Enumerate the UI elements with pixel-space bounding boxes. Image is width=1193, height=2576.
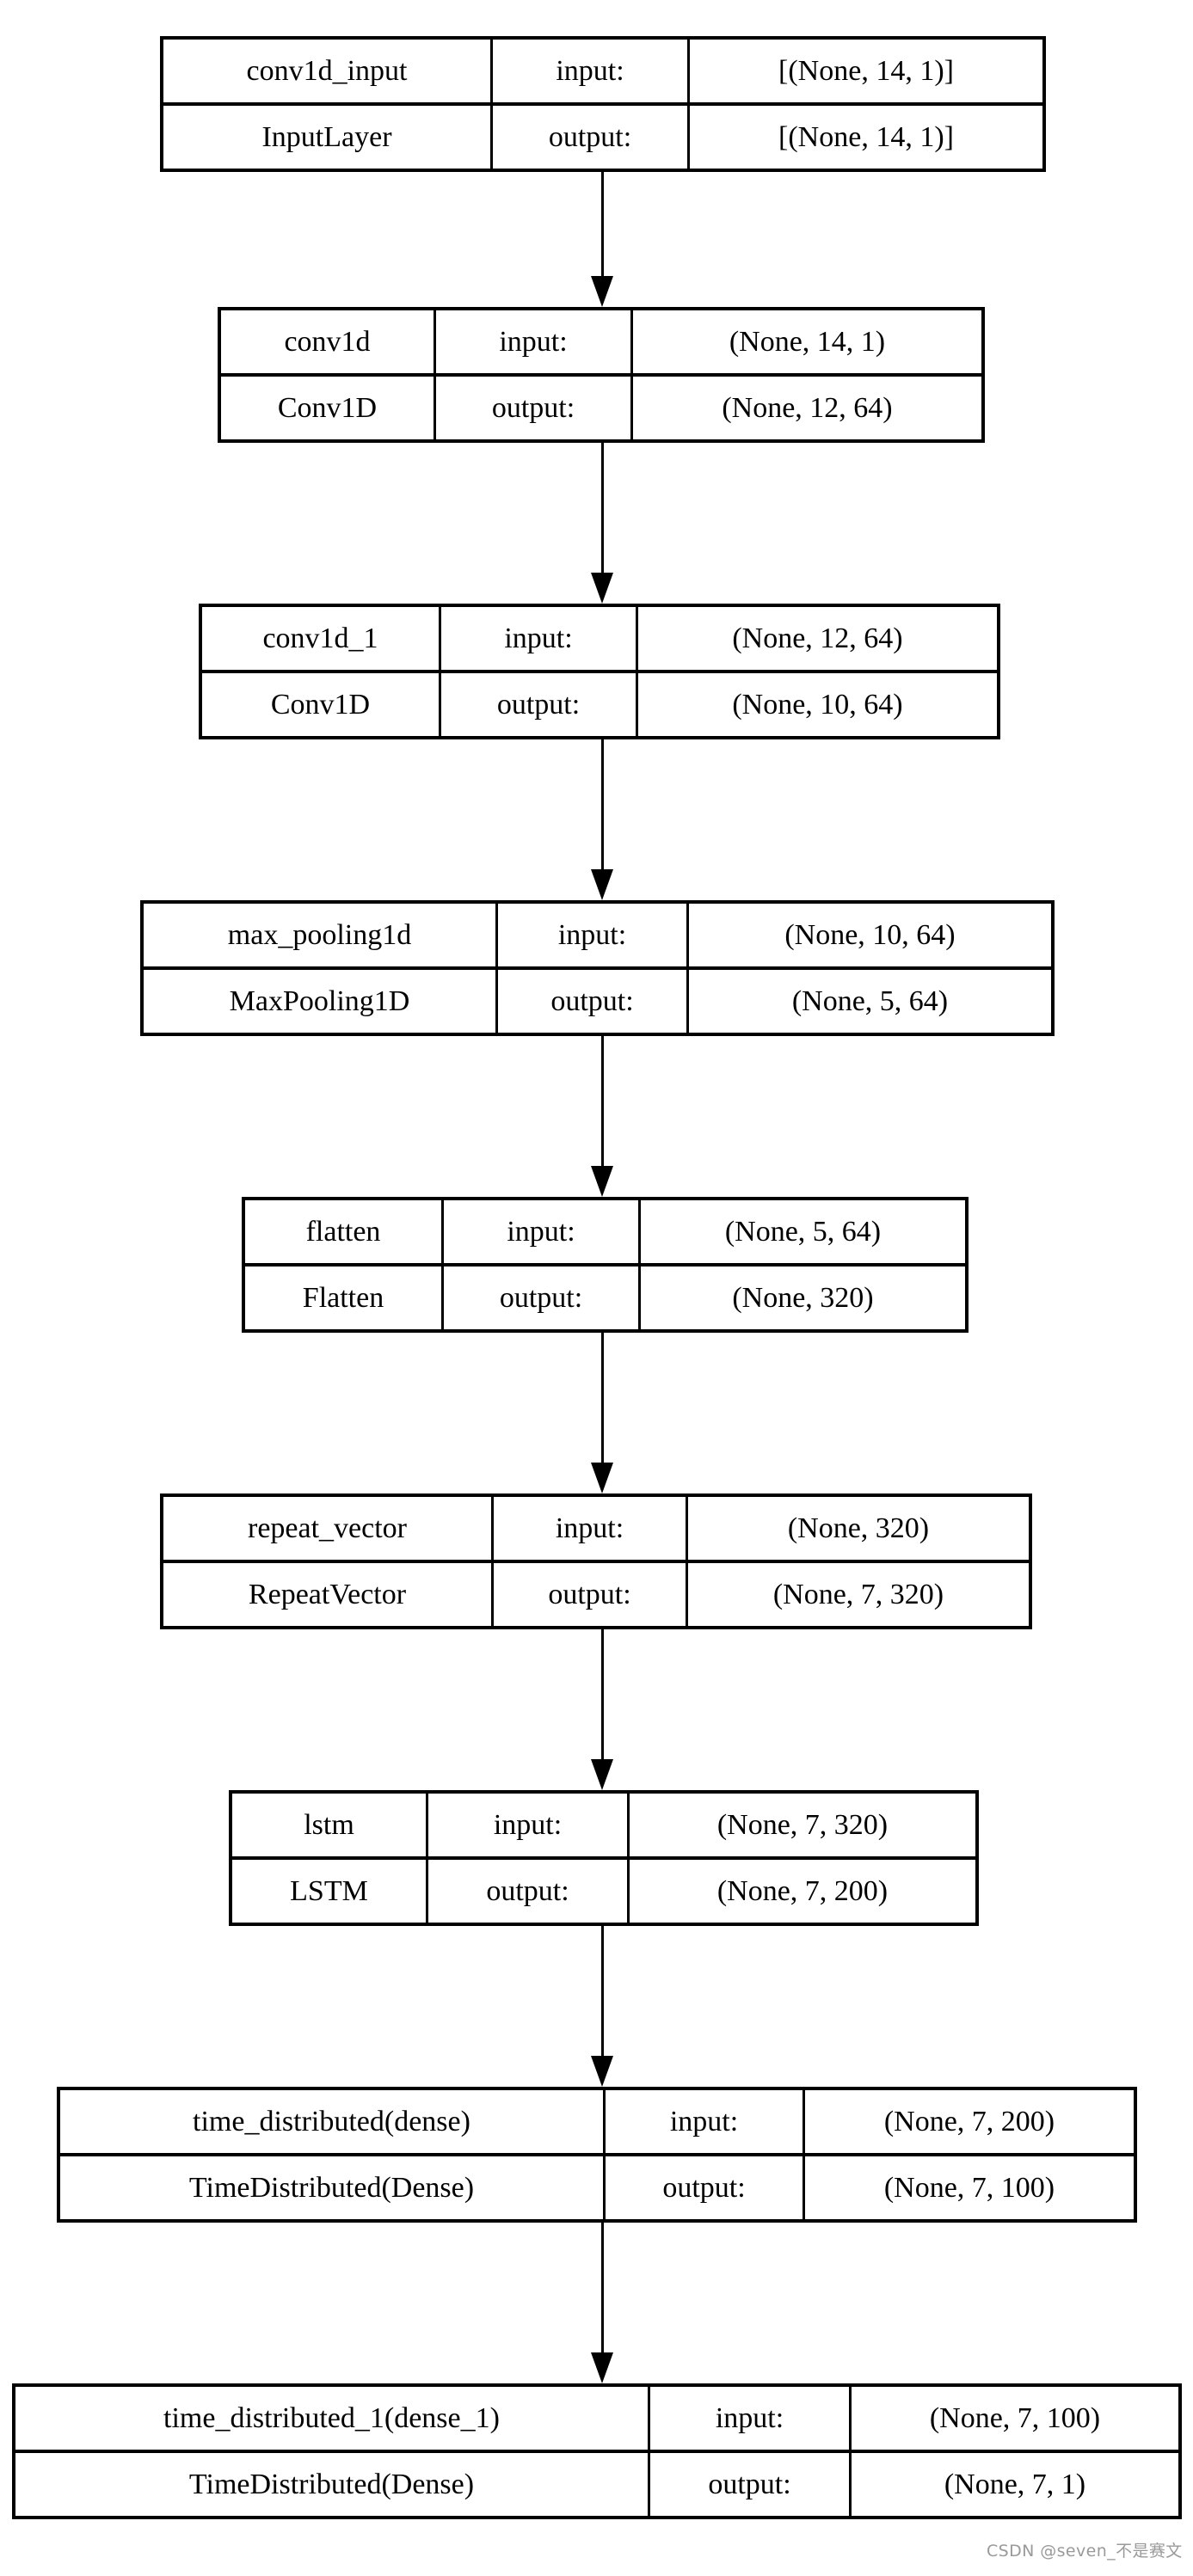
node-row-input: conv1d_1 input: (None, 12, 64)	[202, 607, 997, 673]
edge-arrowhead	[591, 2352, 613, 2383]
output-shape: (None, 5, 64)	[791, 984, 949, 1017]
input-shape: (None, 12, 64)	[732, 622, 903, 654]
layer-node-conv1d_1[interactable]: conv1d_1 input: (None, 12, 64) Conv1D ou…	[199, 604, 1000, 739]
layer-name: lstm	[232, 1794, 428, 1856]
output-label: output:	[441, 673, 638, 736]
edge-shaft	[601, 172, 604, 276]
layer-name: repeat_vector	[163, 1497, 494, 1560]
layer-name: conv1d	[221, 310, 436, 373]
layer-class: TimeDistributed(Dense)	[15, 2453, 650, 2516]
edge-shaft	[601, 1629, 604, 1759]
input-label: input:	[444, 1200, 641, 1263]
layer-node-max_pooling1d[interactable]: max_pooling1d input: (None, 10, 64) MaxP…	[140, 900, 1055, 1036]
output-shape: (None, 320)	[732, 1281, 874, 1314]
input-label: input:	[441, 607, 638, 670]
edge-shaft	[601, 1333, 604, 1463]
edge-arrowhead	[591, 1759, 613, 1790]
edge-shaft	[601, 443, 604, 573]
input-shape: (None, 5, 64)	[724, 1215, 882, 1248]
layer-class: LSTM	[232, 1860, 428, 1923]
edge-arrowhead	[591, 2056, 613, 2087]
output-shape: (None, 7, 1)	[944, 2468, 1086, 2500]
edge-arrowhead	[591, 276, 613, 307]
layer-class: RepeatVector	[163, 1563, 494, 1626]
layer-class: TimeDistributed(Dense)	[60, 2156, 606, 2219]
node-row-output: TimeDistributed(Dense) output: (None, 7,…	[15, 2453, 1178, 2516]
input-label: input:	[494, 1497, 688, 1560]
output-shape: (None, 7, 320)	[772, 1578, 944, 1610]
input-shape: (None, 7, 100)	[929, 2401, 1101, 2434]
output-shape: (None, 7, 200)	[716, 1874, 889, 1907]
edge-shaft	[601, 1926, 604, 2056]
csdn-watermark: CSDN @seven_不是赛文	[987, 2542, 1183, 2561]
output-label: output:	[493, 106, 690, 169]
layer-name: conv1d_input	[163, 40, 493, 102]
input-shape: (None, 10, 64)	[784, 918, 956, 951]
layer-class: Conv1D	[202, 673, 441, 736]
node-row-input: conv1d input: (None, 14, 1)	[221, 310, 981, 377]
layer-name: time_distributed(dense)	[60, 2090, 606, 2153]
input-shape: (None, 7, 200)	[883, 2105, 1055, 2137]
node-row-output: MaxPooling1D output: (None, 5, 64)	[144, 970, 1051, 1033]
output-label: output:	[436, 377, 633, 439]
layer-node-time_distributed_1[interactable]: time_distributed_1(dense_1) input: (None…	[12, 2383, 1182, 2519]
layer-class: InputLayer	[163, 106, 493, 169]
edge-shaft	[601, 2223, 604, 2352]
layer-node-flatten[interactable]: flatten input: (None, 5, 64) Flatten out…	[242, 1197, 969, 1333]
node-row-input: flatten input: (None, 5, 64)	[245, 1200, 965, 1267]
output-label: output:	[606, 2156, 805, 2219]
output-shape: (None, 7, 100)	[883, 2171, 1055, 2204]
input-label: input:	[650, 2387, 852, 2450]
node-row-input: time_distributed_1(dense_1) input: (None…	[15, 2387, 1178, 2453]
node-row-output: TimeDistributed(Dense) output: (None, 7,…	[60, 2156, 1134, 2219]
layer-name: conv1d_1	[202, 607, 441, 670]
node-row-output: Flatten output: (None, 320)	[245, 1267, 965, 1329]
node-row-input: conv1d_input input: [(None, 14, 1)]	[163, 40, 1042, 106]
input-shape: [(None, 14, 1)]	[778, 54, 954, 87]
output-shape: [(None, 14, 1)]	[778, 120, 954, 153]
output-label: output:	[444, 1267, 641, 1329]
edge-arrowhead	[591, 1463, 613, 1493]
layer-node-time_distributed[interactable]: time_distributed(dense) input: (None, 7,…	[57, 2087, 1137, 2223]
input-label: input:	[436, 310, 633, 373]
output-label: output:	[494, 1563, 688, 1626]
edge-arrowhead	[591, 869, 613, 900]
output-label: output:	[650, 2453, 852, 2516]
edge-arrowhead	[591, 573, 613, 604]
input-label: input:	[498, 904, 689, 966]
edge-shaft	[601, 1036, 604, 1166]
node-row-input: max_pooling1d input: (None, 10, 64)	[144, 904, 1051, 970]
node-row-input: repeat_vector input: (None, 320)	[163, 1497, 1029, 1563]
input-label: input:	[606, 2090, 805, 2153]
node-row-output: LSTM output: (None, 7, 200)	[232, 1860, 975, 1923]
node-row-input: lstm input: (None, 7, 320)	[232, 1794, 975, 1860]
layer-node-conv1d_input[interactable]: conv1d_input input: [(None, 14, 1)] Inpu…	[160, 36, 1046, 172]
output-label: output:	[498, 970, 689, 1033]
layer-name: flatten	[245, 1200, 444, 1263]
input-label: input:	[493, 40, 690, 102]
layer-class: Flatten	[245, 1267, 444, 1329]
node-row-output: Conv1D output: (None, 12, 64)	[221, 377, 981, 439]
input-shape: (None, 7, 320)	[716, 1808, 889, 1841]
output-label: output:	[428, 1860, 630, 1923]
input-label: input:	[428, 1794, 630, 1856]
node-row-output: InputLayer output: [(None, 14, 1)]	[163, 106, 1042, 169]
layer-name: max_pooling1d	[144, 904, 498, 966]
node-row-input: time_distributed(dense) input: (None, 7,…	[60, 2090, 1134, 2156]
layer-class: Conv1D	[221, 377, 436, 439]
layer-node-lstm[interactable]: lstm input: (None, 7, 320) LSTM output: …	[229, 1790, 979, 1926]
edge-arrowhead	[591, 1166, 613, 1197]
layer-node-conv1d[interactable]: conv1d input: (None, 14, 1) Conv1D outpu…	[218, 307, 985, 443]
input-shape: (None, 14, 1)	[729, 325, 886, 358]
node-row-output: Conv1D output: (None, 10, 64)	[202, 673, 997, 736]
layer-class: MaxPooling1D	[144, 970, 498, 1033]
node-row-output: RepeatVector output: (None, 7, 320)	[163, 1563, 1029, 1626]
edge-shaft	[601, 739, 604, 869]
output-shape: (None, 10, 64)	[732, 688, 903, 721]
layer-name: time_distributed_1(dense_1)	[15, 2387, 650, 2450]
output-shape: (None, 12, 64)	[722, 391, 893, 424]
input-shape: (None, 320)	[787, 1512, 930, 1544]
layer-node-repeat_vector[interactable]: repeat_vector input: (None, 320) RepeatV…	[160, 1493, 1032, 1629]
